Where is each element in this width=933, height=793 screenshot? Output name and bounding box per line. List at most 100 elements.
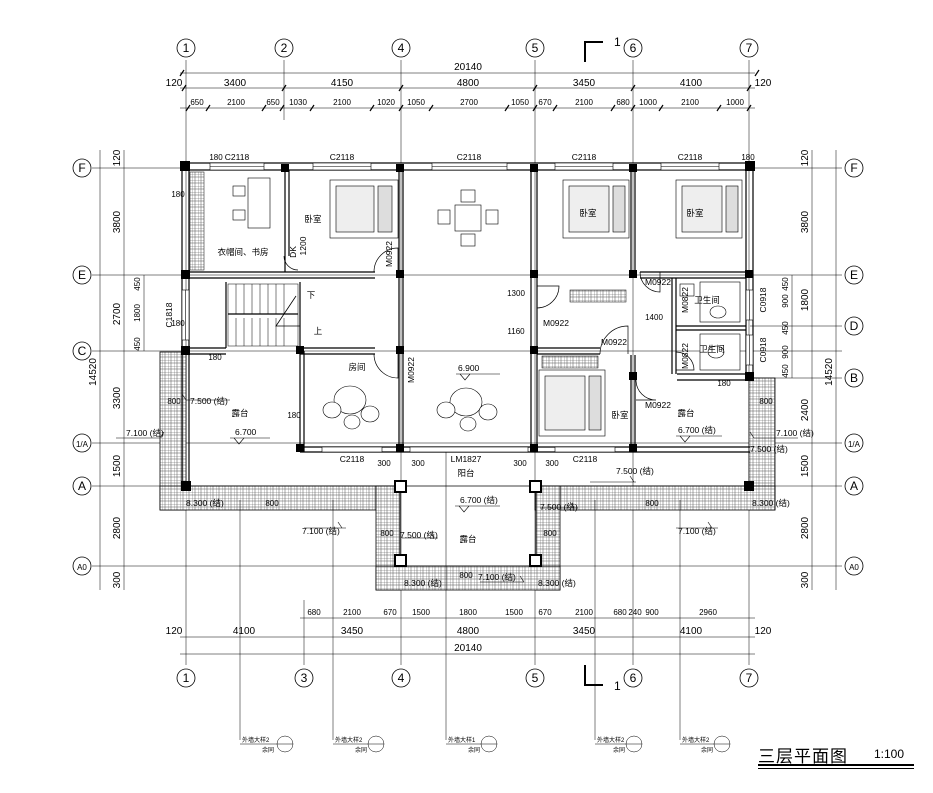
tag-c2118: C2118: [573, 454, 598, 464]
tag-c2118: C2118: [572, 152, 597, 162]
dim-misc: 300: [377, 459, 391, 468]
elev-7500: 7.500 (结): [750, 444, 788, 454]
room-bedroom: 卧室: [611, 410, 629, 420]
room-closet-study: 衣帽间、书房: [217, 247, 268, 257]
room-bedroom: 卧室: [579, 208, 597, 218]
drawing-scale: 1:100: [874, 747, 905, 761]
axis-top-7: 7: [746, 41, 753, 55]
section-mark-bottom: 1: [614, 679, 621, 693]
detail-ref: 外墙大样2: [682, 736, 710, 744]
dim-bottom-open: 680: [307, 608, 321, 617]
dim-misc: 180: [287, 411, 301, 420]
axis-left-1A: 1/A: [76, 440, 89, 449]
dim-bottom-open: 2960: [699, 608, 717, 617]
bottom-dims: 120 4100 3450 4800 3450 4100 120 20140: [166, 626, 772, 654]
tag-m0922: M0922: [645, 277, 671, 287]
axis-top-4: 4: [398, 41, 405, 55]
dim-left: 1500: [112, 454, 123, 477]
misc-dims: 180 180 180 180 180 180 180 800 800 800 …: [167, 153, 773, 580]
dim-top-axis: 3400: [224, 78, 247, 89]
dim-right: 2400: [800, 398, 811, 421]
bottom-dim-lines: [180, 617, 755, 655]
dim-misc: 300: [411, 459, 425, 468]
room-room: 房间: [348, 362, 365, 372]
dim-bottom-axis: 3450: [573, 626, 596, 637]
detail-ref: 外墙大样2: [597, 736, 625, 744]
elev-7500: 7.500 (结): [190, 396, 228, 406]
wardrobe-strip: [569, 289, 627, 303]
dim-bottom-open: 900: [645, 608, 659, 617]
dim-left: 3300: [112, 386, 123, 409]
dim-left-inner: 450: [133, 337, 142, 351]
drawing-title: 三层平面图: [758, 747, 848, 767]
elev-7100: 7.100 (结): [678, 526, 716, 536]
title-underline-thin: [758, 768, 914, 769]
elev-7100: 7.100 (结): [478, 572, 516, 582]
dim-top-axis: 4800: [457, 78, 480, 89]
axis-bottom-1: 1: [183, 671, 190, 685]
right-dims: 14520 120 3800 1800 2400 1500 2800 300 4…: [781, 149, 835, 588]
axis-bottom-6: 6: [630, 671, 637, 685]
dim-right: 1800: [800, 288, 811, 311]
dim-misc: 800: [167, 397, 181, 406]
room-bedroom: 卧室: [304, 214, 322, 224]
elev-8300: 8.300 (结): [404, 578, 442, 588]
elev-6700: 6.700: [235, 427, 257, 437]
detail-labels: 外墙大样2 外墙大样2 外墙大样1 外墙大样2 外墙大样2 余同 余同 余同 余…: [242, 736, 713, 754]
axis-left-C: C: [78, 344, 87, 358]
dim-top-open: 670: [538, 98, 552, 107]
elevation-marks: [116, 373, 798, 583]
tag-c0918: C0918: [758, 337, 768, 362]
dim-top-axis: 3450: [573, 78, 596, 89]
dim-right: 120: [800, 149, 811, 166]
dim-top-open: 680: [616, 98, 630, 107]
windows: [181, 162, 754, 453]
axis-top-2: 2: [281, 41, 288, 55]
tag-c2118: C2118: [225, 152, 250, 162]
dim-left: 300: [112, 571, 123, 588]
dim-top-edge-right: 120: [755, 78, 772, 89]
detail-ref-sub: 余同: [355, 746, 367, 754]
dim-left-inner: 1800: [133, 304, 142, 322]
axis-right-A: A: [850, 479, 858, 493]
dim-top-open: 1050: [407, 98, 425, 107]
tag-c2118: C2118: [457, 152, 482, 162]
dim-right-inner: 450: [781, 364, 790, 378]
dim-top-open: 1000: [639, 98, 657, 107]
dim-misc: 1300: [507, 289, 525, 298]
elev-6700: 6.700 (结): [678, 425, 716, 435]
dim-misc: 800: [543, 529, 557, 538]
dim-top-edge-left: 120: [166, 78, 183, 89]
axis-left-A: A: [78, 479, 86, 493]
dim-top-open: 2100: [333, 98, 351, 107]
dim-bottom-open: 1500: [505, 608, 523, 617]
dim-bottom-axis: 4800: [457, 626, 480, 637]
bath-fixtures: [679, 281, 741, 371]
dim-misc: 180: [171, 319, 185, 328]
detail-ref-sub: 余同: [613, 746, 625, 754]
dim-bottom-open: 1800: [459, 608, 477, 617]
dim-top-open: 1050: [511, 98, 529, 107]
dim-bottom-axis: 4100: [680, 626, 703, 637]
axis-top-1: 1: [183, 41, 190, 55]
section-mark-top: 1: [614, 35, 621, 49]
axis-right-D: D: [850, 319, 859, 333]
dim-left-total: 14520: [88, 358, 99, 386]
dim-top-open: 1000: [726, 98, 744, 107]
elev-7500: 7.500 (结): [400, 530, 438, 540]
tag-m0822: M0822: [680, 287, 690, 313]
dim-bottom-open: 680: [613, 608, 627, 617]
room-balcony: 阳台: [457, 468, 474, 478]
axis-right-B: B: [850, 371, 858, 385]
opening-tags: C2118 C2118 C2118 C2118 C2118 C2118 C211…: [164, 152, 768, 464]
detail-ref: 外墙大样2: [335, 736, 363, 744]
dim-misc: 180: [171, 190, 185, 199]
detail-leaders: [239, 452, 731, 753]
top-opening-dims: 650 2100 650 1030 2100 1020 1050 2700 10…: [190, 98, 744, 107]
axis-bottom-4: 4: [398, 671, 405, 685]
dim-right: 300: [800, 571, 811, 588]
room-terrace: 露台: [677, 408, 694, 418]
dim-bottom-axis: 4100: [233, 626, 256, 637]
dim-left: 3800: [112, 210, 123, 233]
dim-top-open: 650: [190, 98, 204, 107]
